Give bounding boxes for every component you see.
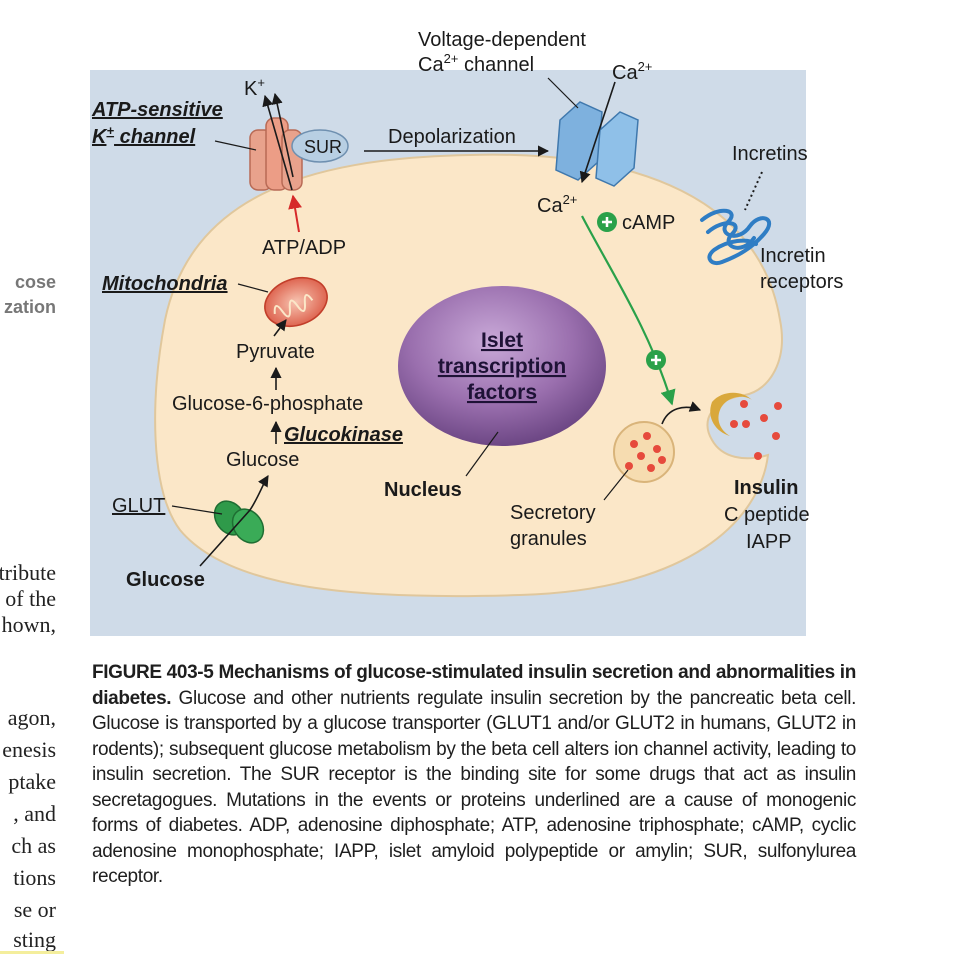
- side-fragment: sting: [13, 927, 56, 952]
- c-peptide-label: C peptide: [724, 504, 810, 526]
- side-fragment: of the: [5, 586, 56, 611]
- atp-adp-label: ATP/ADP: [262, 237, 346, 259]
- voltage-channel-label: Voltage-dependent: [418, 29, 586, 51]
- incretin-receptor-icon-2: [706, 221, 756, 250]
- nucleus: [398, 286, 606, 446]
- nucleus-text-3: factors: [467, 381, 537, 404]
- caption-body: Glucose and other nutrients regulate ins…: [92, 687, 856, 888]
- incretin-receptors-label-1: Incretin: [760, 245, 826, 267]
- katp-label-line1: ATP-sensitive: [91, 99, 223, 121]
- side-fragment: cose: [15, 272, 56, 292]
- pyruvate-label: Pyruvate: [236, 341, 315, 363]
- calcium-influx-arrow: [579, 81, 616, 184]
- side-fragment: , and: [13, 801, 56, 826]
- iapp-label: IAPP: [746, 531, 792, 553]
- sur-icon: [291, 129, 349, 163]
- side-fragment: tribute: [0, 560, 56, 585]
- glut-pointer: [171, 505, 223, 515]
- potassium-label: K+: [244, 75, 265, 100]
- side-fragment: agon,: [8, 705, 56, 730]
- glucose-inside-label: Glucose: [226, 449, 299, 471]
- voltage-channel-label-2: Ca2+ channel: [418, 51, 534, 76]
- side-fragment: tions: [13, 865, 56, 890]
- glucose-transport-arrow: [199, 475, 269, 567]
- nucleus-text-1: Islet: [481, 329, 523, 352]
- released-insulin-dot: [774, 402, 782, 410]
- mitochondria-label: Mitochondria: [102, 273, 228, 295]
- released-insulin-dot: [772, 432, 780, 440]
- incretins-label: Incretins: [732, 143, 808, 165]
- secretory-label-1: Secretory: [510, 502, 596, 524]
- insulin-label: Insulin: [734, 477, 798, 499]
- g6p-label: Glucose-6-phosphate: [172, 393, 363, 415]
- incretin-receptors-label-2: receptors: [760, 271, 843, 293]
- pyruvate-arrow: [273, 319, 287, 337]
- highlight-underline: [0, 951, 64, 954]
- glut-transporter-icon: [213, 500, 265, 544]
- green-plus-glyph: [651, 355, 661, 365]
- glucose-outside-label: Glucose: [126, 569, 205, 591]
- granule-pointer: [603, 469, 629, 501]
- mitochondria-icon: [264, 276, 328, 328]
- side-fragment: zation: [4, 297, 56, 317]
- nucleus-label: Nucleus: [384, 479, 462, 501]
- camp-label: cAMP: [622, 212, 675, 234]
- released-insulin-dot: [730, 420, 738, 428]
- secretory-label-2: granules: [510, 528, 587, 550]
- secretory-granule-icon: [613, 421, 675, 483]
- calcium-to-granule-arrow: [581, 215, 676, 406]
- side-fragment: se or: [14, 897, 57, 922]
- exocytosis-arrow: [661, 401, 702, 425]
- released-insulin-dot: [742, 420, 750, 428]
- released-insulin-dot: [760, 414, 768, 422]
- side-fragment: ch as: [11, 833, 56, 858]
- calcium-outside-label: Ca2+: [612, 59, 652, 84]
- exocytosis-site-icon: [710, 392, 752, 436]
- atp-adp-arrow: [288, 194, 302, 233]
- glut-label: GLUT: [112, 495, 165, 517]
- insulin-secretion-diagram: SUR Depolarization Voltage-dependent Ca2…: [90, 29, 843, 636]
- sur-label: SUR: [304, 137, 342, 157]
- released-insulin-dot: [754, 452, 762, 460]
- katp-label-line2: K+ channel: [92, 123, 196, 148]
- figure-caption: FIGURE 403-5 Mechanisms of glucose-stimu…: [92, 660, 856, 890]
- caption-title: FIGURE 403-5 Mechanisms of glucose-stimu…: [92, 662, 856, 709]
- katp-pointer: [214, 140, 257, 151]
- calcium-inside-label: Ca2+: [537, 192, 577, 217]
- side-fragment: hown,: [2, 612, 56, 637]
- camp-plus-glyph: [602, 217, 612, 227]
- adjacent-column-fragments: cose zation tribute of the hown, agon, e…: [0, 272, 64, 954]
- glucokinase-label: Glucokinase: [284, 424, 403, 446]
- calcium-channel-icon: [555, 101, 639, 187]
- nucleus-pointer: [465, 431, 499, 477]
- voltage-channel-pointer: [547, 77, 579, 109]
- k-efflux-arrow: [262, 94, 293, 191]
- side-fragment: enesis: [2, 737, 56, 762]
- depolarization-label: Depolarization: [388, 126, 516, 148]
- mitochondria-pointer: [237, 283, 269, 293]
- incretin-dotted-arrow: [744, 171, 763, 211]
- released-insulin-dot: [740, 400, 748, 408]
- nucleus-text-2: transcription: [438, 355, 566, 378]
- side-fragment: ptake: [8, 769, 56, 794]
